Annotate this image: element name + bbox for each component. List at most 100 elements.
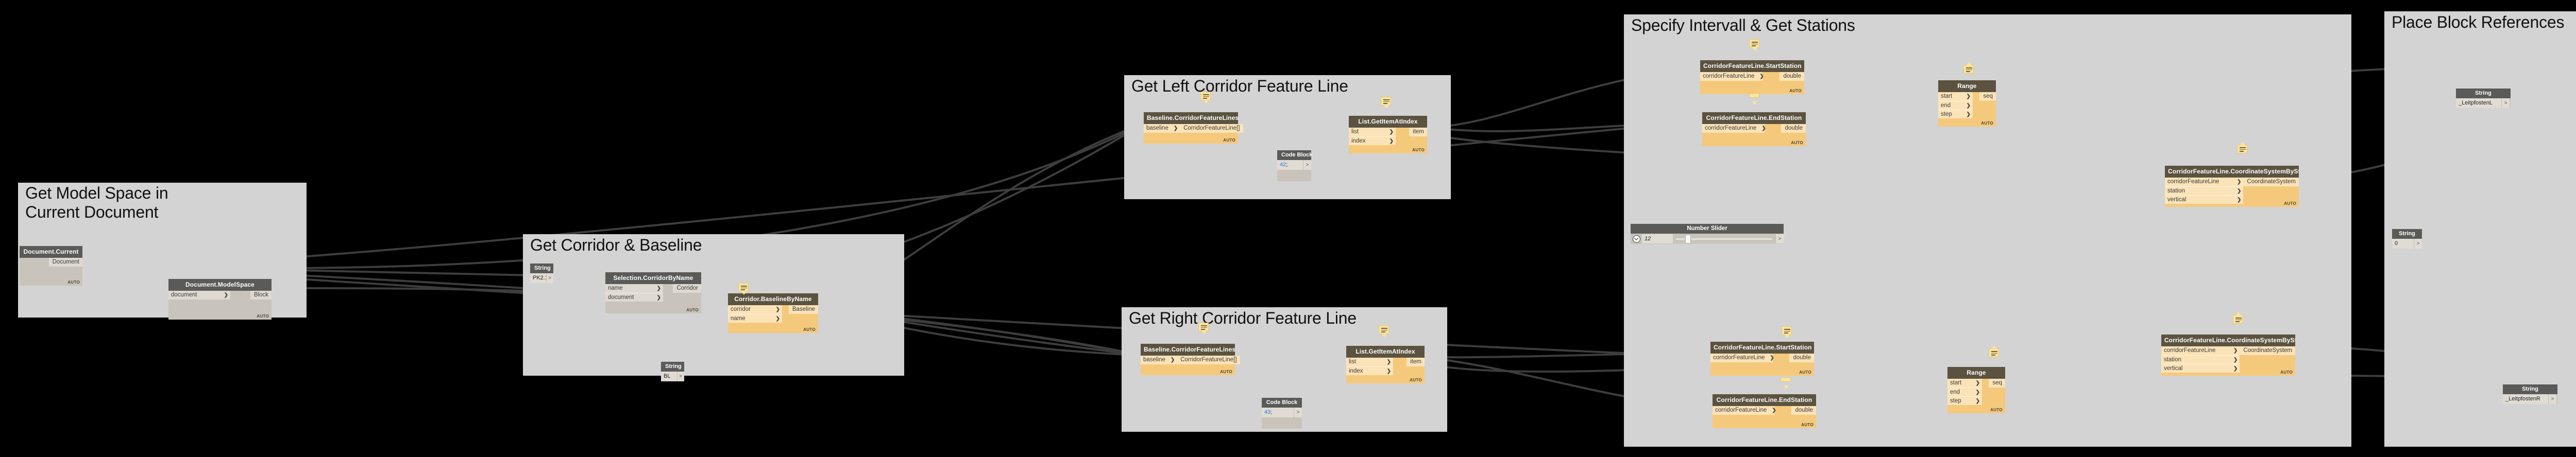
note-pin-icon[interactable] xyxy=(1749,93,1759,98)
output-port[interactable]: > xyxy=(1303,160,1311,170)
input-port-start[interactable]: start❯ xyxy=(1938,92,1973,101)
value-input[interactable]: BL xyxy=(661,372,677,381)
input-port-corridorFeatureLine[interactable]: corridorFeatureLine❯ xyxy=(1702,124,1766,133)
value-input[interactable]: PK2.1 xyxy=(530,273,546,283)
input-port-corridorFeatureLine[interactable]: corridorFeatureLine❯ xyxy=(1700,72,1764,81)
input-port-step[interactable]: step❯ xyxy=(1938,110,1973,118)
output-port-CoordinateSystem[interactable]: CoordinateSystem xyxy=(2240,346,2295,355)
input-port-baseline[interactable]: baseline❯ xyxy=(1144,124,1180,133)
output-port-double[interactable]: double xyxy=(1791,406,1816,415)
input-port-document[interactable]: document❯ xyxy=(168,291,230,300)
output-port-seq[interactable]: seq xyxy=(1979,92,1996,101)
output-port[interactable]: > xyxy=(1775,234,1784,243)
input-port-vertical[interactable]: vertical❯ xyxy=(2161,364,2240,373)
output-port-item[interactable]: item xyxy=(1409,128,1427,136)
note-pin-icon[interactable] xyxy=(1198,323,1209,331)
input-port-list[interactable]: list❯ xyxy=(1349,128,1396,136)
value-node-str-lpl[interactable]: String_LeitpfostenL> xyxy=(2456,89,2511,108)
value-input[interactable]: 42; xyxy=(1277,160,1303,170)
input-port-corridor[interactable]: corridor❯ xyxy=(728,305,782,314)
value-input[interactable]: 0 xyxy=(2392,239,2414,249)
output-port[interactable]: > xyxy=(676,372,684,381)
output-port-CorridorFeatureLine[][interactable]: CorridorFeatureLine[] xyxy=(1180,124,1243,133)
output-port-Baseline[interactable]: Baseline xyxy=(788,305,818,314)
input-port-list[interactable]: list❯ xyxy=(1346,358,1393,366)
value-input[interactable]: _LeitpfostenR xyxy=(2503,394,2548,404)
value-node-str-lpr[interactable]: String_LeitpfostenR> xyxy=(2503,384,2557,404)
output-port[interactable]: > xyxy=(2414,239,2422,249)
input-port-step[interactable]: step❯ xyxy=(1947,396,1982,405)
node-cs-by-station-1[interactable]: CorridorFeatureLine.CoordinateSystemBySt… xyxy=(2165,166,2299,207)
slider-knob[interactable] xyxy=(1685,234,1691,243)
output-port-Block[interactable]: Block xyxy=(250,291,272,300)
group-g2[interactable]: Get Corridor & Baseline xyxy=(523,234,904,376)
output-port-seq[interactable]: seq xyxy=(1989,379,2005,388)
output-port[interactable]: > xyxy=(546,273,553,283)
output-port-double[interactable]: double xyxy=(1780,72,1804,81)
output-port-Corridor[interactable]: Corridor xyxy=(673,284,701,293)
input-port-corridorFeatureLine[interactable]: corridorFeatureLine❯ xyxy=(2161,346,2240,355)
output-port-CorridorFeatureLine[][interactable]: CorridorFeatureLine[] xyxy=(1177,356,1240,364)
input-port-name[interactable]: name❯ xyxy=(605,284,663,293)
input-port-name[interactable]: name❯ xyxy=(728,314,782,323)
output-port[interactable]: > xyxy=(1294,408,1302,417)
slider-value[interactable]: 12 xyxy=(1642,234,1673,243)
input-port-corridorFeatureLine[interactable]: corridorFeatureLine❯ xyxy=(2165,178,2244,186)
slider-track[interactable] xyxy=(1673,234,1775,243)
input-port-end[interactable]: end❯ xyxy=(1947,388,1982,396)
note-pin-icon[interactable] xyxy=(1379,325,1389,334)
note-pin-icon[interactable] xyxy=(2233,315,2243,324)
note-pin-icon[interactable] xyxy=(1749,39,1759,48)
output-port-double[interactable]: double xyxy=(1781,124,1806,133)
note-pin-icon[interactable] xyxy=(1781,377,1791,382)
note-pin-icon[interactable] xyxy=(2237,145,2247,153)
input-port-vertical[interactable]: vertical❯ xyxy=(2165,195,2244,204)
input-port-index[interactable]: index❯ xyxy=(1349,136,1396,145)
note-pin-icon[interactable] xyxy=(1989,348,1999,357)
note-pin-icon[interactable] xyxy=(1381,97,1391,106)
input-port-corridorFeatureLine[interactable]: corridorFeatureLine❯ xyxy=(1713,406,1776,415)
output-port-Document[interactable]: Document xyxy=(48,258,82,267)
input-port-start[interactable]: start❯ xyxy=(1947,379,1982,388)
input-port-baseline[interactable]: baseline❯ xyxy=(1141,356,1177,364)
node-cs-by-station-2[interactable]: CorridorFeatureLine.CoordinateSystemBySt… xyxy=(2161,335,2295,376)
input-port-index[interactable]: index❯ xyxy=(1346,366,1393,375)
output-port[interactable]: > xyxy=(2501,98,2510,108)
input-port-end[interactable]: end❯ xyxy=(1938,101,1973,110)
group-g6[interactable]: Place Block References xyxy=(2384,11,2576,447)
note-pin-icon[interactable] xyxy=(1963,65,1974,74)
output-port[interactable]: > xyxy=(2548,394,2556,404)
note-pin-icon[interactable] xyxy=(738,283,749,292)
input-port-station[interactable]: station❯ xyxy=(2161,355,2240,364)
input-port-station[interactable]: station❯ xyxy=(2165,186,2244,195)
input-port-corridorFeatureLine[interactable]: corridorFeatureLine❯ xyxy=(1710,354,1774,362)
output-port-CoordinateSystem[interactable]: CoordinateSystem xyxy=(2243,178,2299,186)
note-pin-icon[interactable] xyxy=(1782,326,1792,335)
value-input[interactable]: 43; xyxy=(1262,408,1294,417)
input-port-document[interactable]: document❯ xyxy=(605,293,663,302)
output-port-double[interactable]: double xyxy=(1789,354,1814,362)
note-pin-icon[interactable] xyxy=(1200,92,1211,100)
value-input[interactable]: _LeitpfostenL xyxy=(2456,98,2501,108)
